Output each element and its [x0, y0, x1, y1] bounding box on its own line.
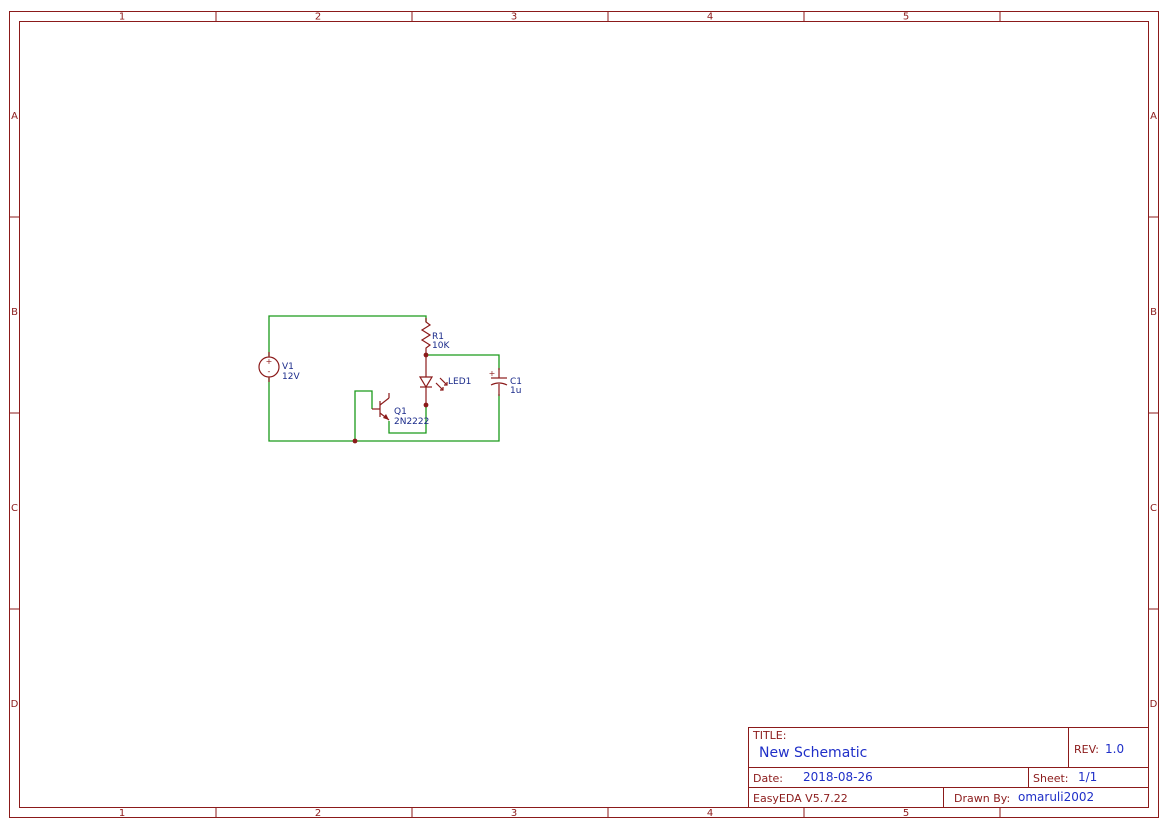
capacitor-c1[interactable]: +: [489, 368, 508, 396]
sheet-label: Sheet:: [1033, 772, 1069, 785]
c1-designator: C1: [510, 377, 522, 387]
column-label-bottom: 4: [707, 808, 713, 819]
wire-emitter-led[interactable]: [388, 405, 427, 434]
v1-value: 12V: [282, 372, 300, 382]
q1-value: 2N2222: [394, 417, 429, 427]
column-label-top: 4: [707, 12, 713, 23]
drawn-by-value: omaruli2002: [1018, 790, 1094, 804]
voltage-source-v1[interactable]: + -: [258, 352, 280, 382]
c1-plus-sign: +: [489, 369, 496, 378]
row-label-left: A: [11, 111, 18, 122]
row-label-right: D: [1150, 699, 1158, 710]
rev-value: 1.0: [1105, 742, 1124, 756]
date-value: 2018-08-26: [803, 770, 873, 784]
rev-label: REV:: [1074, 743, 1099, 756]
wire-r1-c1[interactable]: [426, 354, 500, 370]
q1-designator: Q1: [394, 407, 407, 417]
junction-dot: [352, 438, 358, 444]
row-label-left: B: [11, 307, 18, 318]
row-label-right: A: [1150, 111, 1157, 122]
title-label: TITLE:: [752, 729, 786, 742]
led-led1[interactable]: [418, 355, 448, 405]
wire-top[interactable]: [268, 315, 427, 356]
row-label-right: B: [1150, 307, 1157, 318]
row-label-left: D: [11, 699, 19, 710]
wire-base-loop[interactable]: [354, 390, 373, 441]
column-label-bottom: 3: [511, 808, 517, 819]
column-label-top: 1: [119, 12, 125, 23]
title-block: [748, 727, 1149, 808]
sheet-value: 1/1: [1078, 770, 1097, 784]
led1-designator: LED1: [448, 377, 471, 387]
resistor-r1[interactable]: [420, 318, 432, 355]
r1-designator: R1: [432, 332, 444, 342]
row-label-right: C: [1150, 503, 1157, 514]
column-label-top: 5: [903, 12, 909, 23]
r1-value: 10K: [432, 341, 450, 351]
v1-designator: V1: [282, 362, 294, 372]
column-label-top: 3: [511, 12, 517, 23]
tool-version: EasyEDA V5.7.22: [753, 792, 848, 805]
date-label: Date:: [753, 772, 783, 785]
inner-frame: [19, 21, 1149, 808]
column-label-bottom: 2: [315, 808, 321, 819]
transistor-q1[interactable]: [372, 393, 390, 421]
column-label-bottom: 5: [903, 808, 909, 819]
column-label-top: 2: [315, 12, 321, 23]
drawn-by-label: Drawn By:: [954, 792, 1010, 805]
v1-minus-sign: -: [268, 367, 271, 376]
outer-frame: [9, 11, 1159, 818]
row-label-left: C: [11, 503, 18, 514]
column-dividers: [215, 11, 1001, 818]
c1-value: 1u: [510, 386, 521, 396]
v1-plus-sign: +: [266, 357, 273, 366]
column-label-bottom: 1: [119, 808, 125, 819]
schematic-title: New Schematic: [759, 745, 867, 761]
wire-bottom[interactable]: [268, 378, 500, 442]
row-dividers: [9, 216, 1159, 610]
